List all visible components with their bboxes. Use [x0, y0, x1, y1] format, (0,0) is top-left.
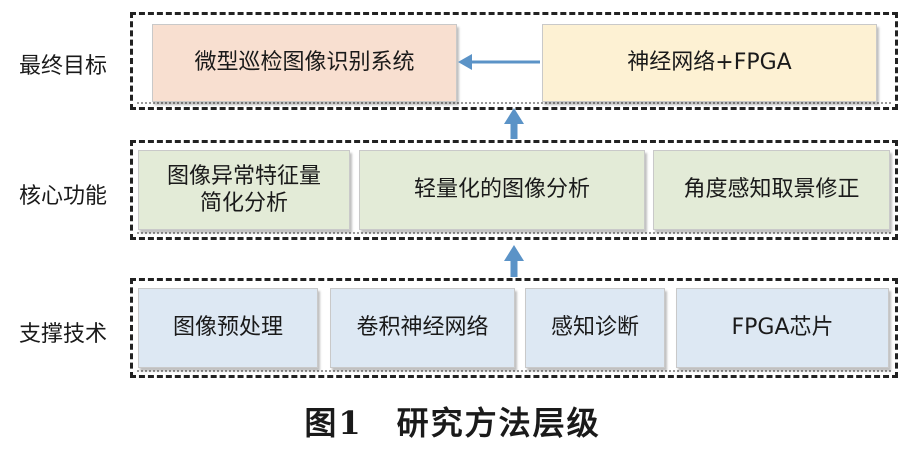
- arrowhead-up-1: [504, 108, 524, 124]
- figure-caption: 图1 研究方法层级: [304, 404, 601, 442]
- box-micro-inspection-system: 微型巡检图像识别系统: [152, 24, 457, 102]
- row-label-core: 核心功能: [18, 184, 107, 209]
- box-cnn: 卷积神经网络: [330, 288, 515, 368]
- arrowhead-up-2: [504, 245, 524, 261]
- row-label-tech: 支撑技术: [18, 322, 107, 347]
- box-anomaly-feature-analysis: 图像异常特征量 简化分析: [138, 150, 350, 230]
- layer-core: [130, 140, 898, 240]
- box-fpga-chip: FPGA芯片: [676, 288, 889, 368]
- box-lightweight-image-analysis: 轻量化的图像分析: [359, 150, 645, 230]
- row-label-goal: 最终目标: [18, 54, 107, 79]
- box-perception-diagnosis: 感知诊断: [525, 288, 665, 368]
- layer-tech: [130, 278, 898, 378]
- box-nn-fpga: 神经网络+FPGA: [542, 24, 877, 102]
- box-angle-correction: 角度感知取景修正: [653, 150, 890, 230]
- box-image-preprocessing: 图像预处理: [138, 288, 318, 368]
